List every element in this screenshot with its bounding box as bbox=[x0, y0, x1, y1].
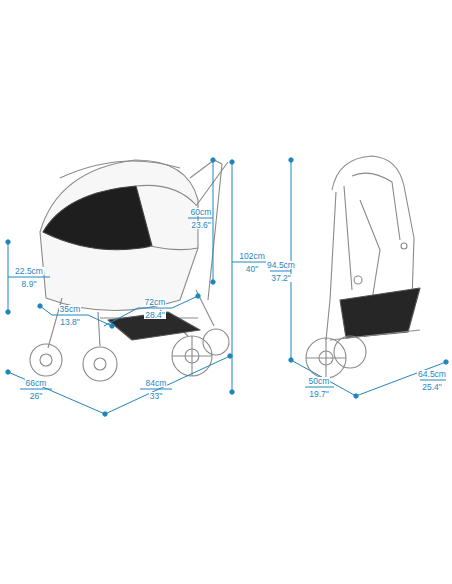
dimension-label: 25.4" bbox=[421, 383, 443, 392]
folded-stroller bbox=[306, 156, 420, 378]
dimension-label: 66cm bbox=[25, 379, 48, 388]
dimension-label: 64.5cm bbox=[417, 370, 447, 379]
dimension-label: 40" bbox=[245, 265, 259, 274]
dimension-label: 8.9" bbox=[21, 280, 38, 289]
dimension-label: 94.5cm bbox=[266, 261, 296, 270]
dimension-label: 72cm bbox=[144, 298, 167, 307]
dimension-label: 13.8" bbox=[59, 318, 81, 327]
dimension-label: 26" bbox=[29, 392, 43, 401]
dimension-label: 50cm bbox=[308, 377, 331, 386]
dimension-label: 60cm bbox=[190, 208, 213, 217]
unfolded-stroller bbox=[30, 160, 229, 381]
dimension-label: 33" bbox=[149, 392, 163, 401]
dimension-label: 84cm bbox=[145, 379, 168, 388]
label-rules bbox=[20, 380, 446, 389]
dimension-lines bbox=[6, 158, 448, 416]
dimension-label: 19.7" bbox=[308, 390, 330, 399]
dimension-label: 102cm bbox=[238, 252, 266, 261]
dimension-label: 35cm bbox=[59, 305, 82, 314]
dimension-label: 23.6" bbox=[190, 221, 212, 230]
dimension-label: 28.4" bbox=[144, 311, 166, 320]
dimension-label: 22.5cm bbox=[14, 267, 44, 276]
dimension-label: 37.2" bbox=[270, 274, 292, 283]
